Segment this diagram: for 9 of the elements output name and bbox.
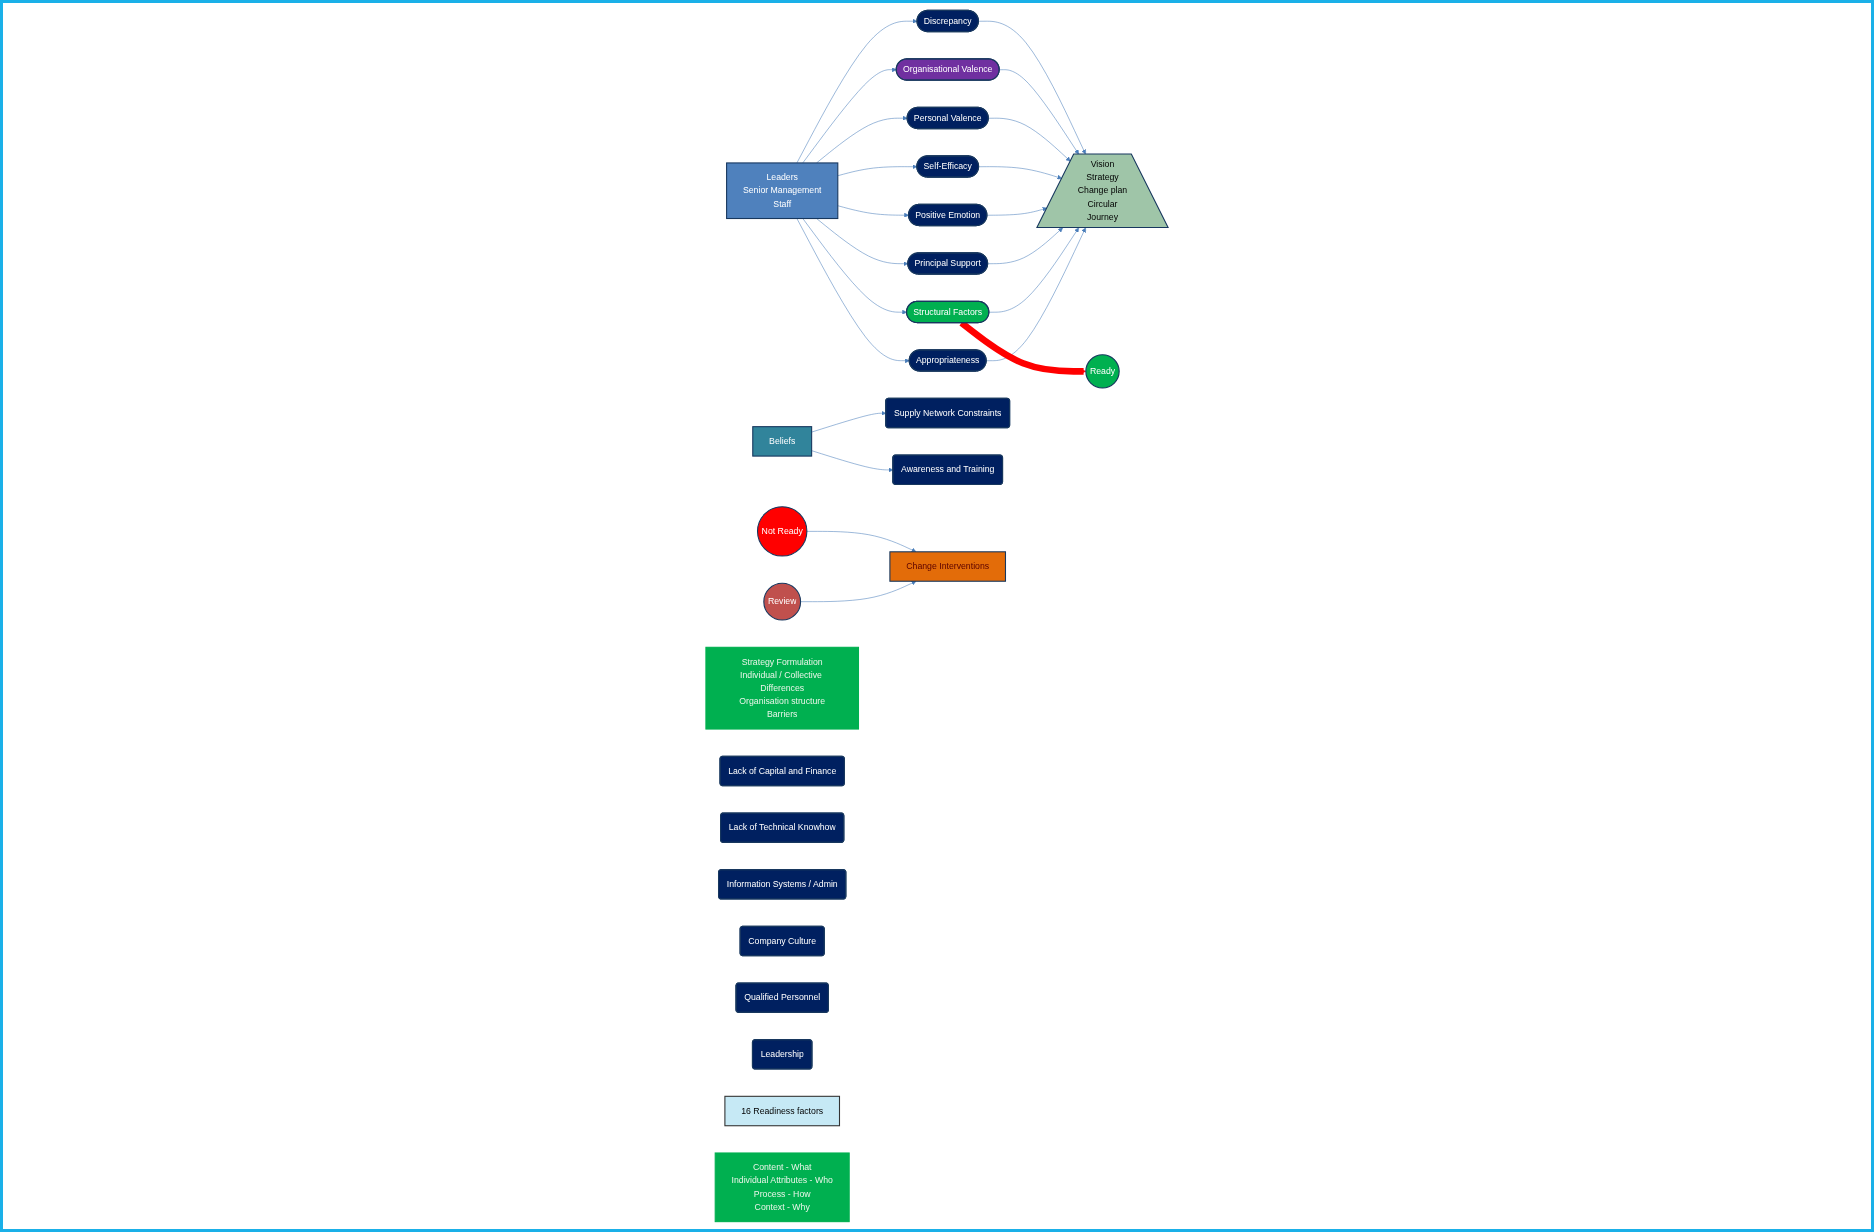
node-circle: Not Ready	[756, 506, 808, 557]
node-box: Strategy Formulation Individual / Collective Differences Organisation structure Barriers	[705, 646, 860, 730]
node-box: Change Interventions	[889, 551, 1007, 582]
node-circle: Ready	[1085, 354, 1120, 389]
node-circle: Review	[763, 582, 802, 621]
node-box: Content - What Individual Attributes - Who Process - How Context - Why	[714, 1152, 850, 1223]
node-box: Beliefs	[752, 426, 813, 457]
node-box: 16 Readiness factors	[724, 1095, 841, 1127]
node-box: Leaders Senior Management Staff	[726, 162, 839, 220]
